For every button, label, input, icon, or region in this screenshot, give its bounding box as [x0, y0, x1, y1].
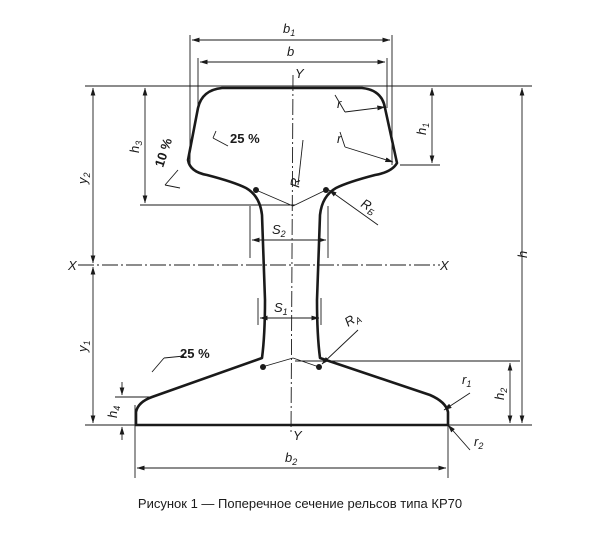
label-s2: S2	[272, 222, 286, 239]
label-RB: RБ	[358, 196, 380, 218]
label-r1: r1	[462, 372, 471, 389]
label-y1: y1	[75, 340, 92, 353]
slope-head-label: 25 %	[230, 131, 260, 146]
figure-caption: Рисунок 1 — Поперечное сечение рельсов т…	[137, 496, 463, 511]
slope-labels: 25 % 25 % 10 %	[152, 131, 260, 361]
label-r-lower: r	[337, 131, 342, 146]
tangent-points	[253, 187, 329, 370]
label-h3: h3	[127, 141, 144, 153]
label-h2: h2	[492, 388, 509, 400]
label-h1: h1	[414, 123, 431, 135]
label-R: R	[287, 177, 303, 188]
center-lines	[78, 74, 440, 436]
extension-lines	[85, 35, 532, 478]
slope-side-label: 10 %	[152, 136, 176, 169]
label-h: h	[515, 251, 530, 258]
label-s1: S1	[274, 300, 288, 317]
label-axis-y-top: Y	[295, 66, 305, 81]
label-r2: r2	[474, 434, 483, 451]
label-y2: y2	[75, 172, 92, 185]
label-RA: RA	[342, 309, 364, 332]
label-axis-x-left: X	[67, 258, 78, 273]
slope-base-label: 25 %	[180, 346, 210, 361]
label-r-upper: r	[337, 96, 342, 111]
neck-guide-lines	[255, 189, 327, 368]
leader-lines	[151, 94, 471, 451]
axis-labels: X X Y Y	[67, 66, 450, 443]
axis-y	[290, 74, 294, 436]
label-axis-y-bottom: Y	[293, 428, 303, 443]
label-h4: h4	[105, 406, 122, 418]
label-axis-x-right: X	[439, 258, 450, 273]
dimension-lines	[90, 37, 525, 471]
label-b2: b2	[285, 450, 297, 467]
dimension-labels: b1 b b2 h h1 h2 h3 h4 y2 y1 S2 S1 r r r1…	[75, 21, 530, 467]
label-b: b	[287, 44, 294, 59]
label-b1: b1	[283, 21, 295, 38]
